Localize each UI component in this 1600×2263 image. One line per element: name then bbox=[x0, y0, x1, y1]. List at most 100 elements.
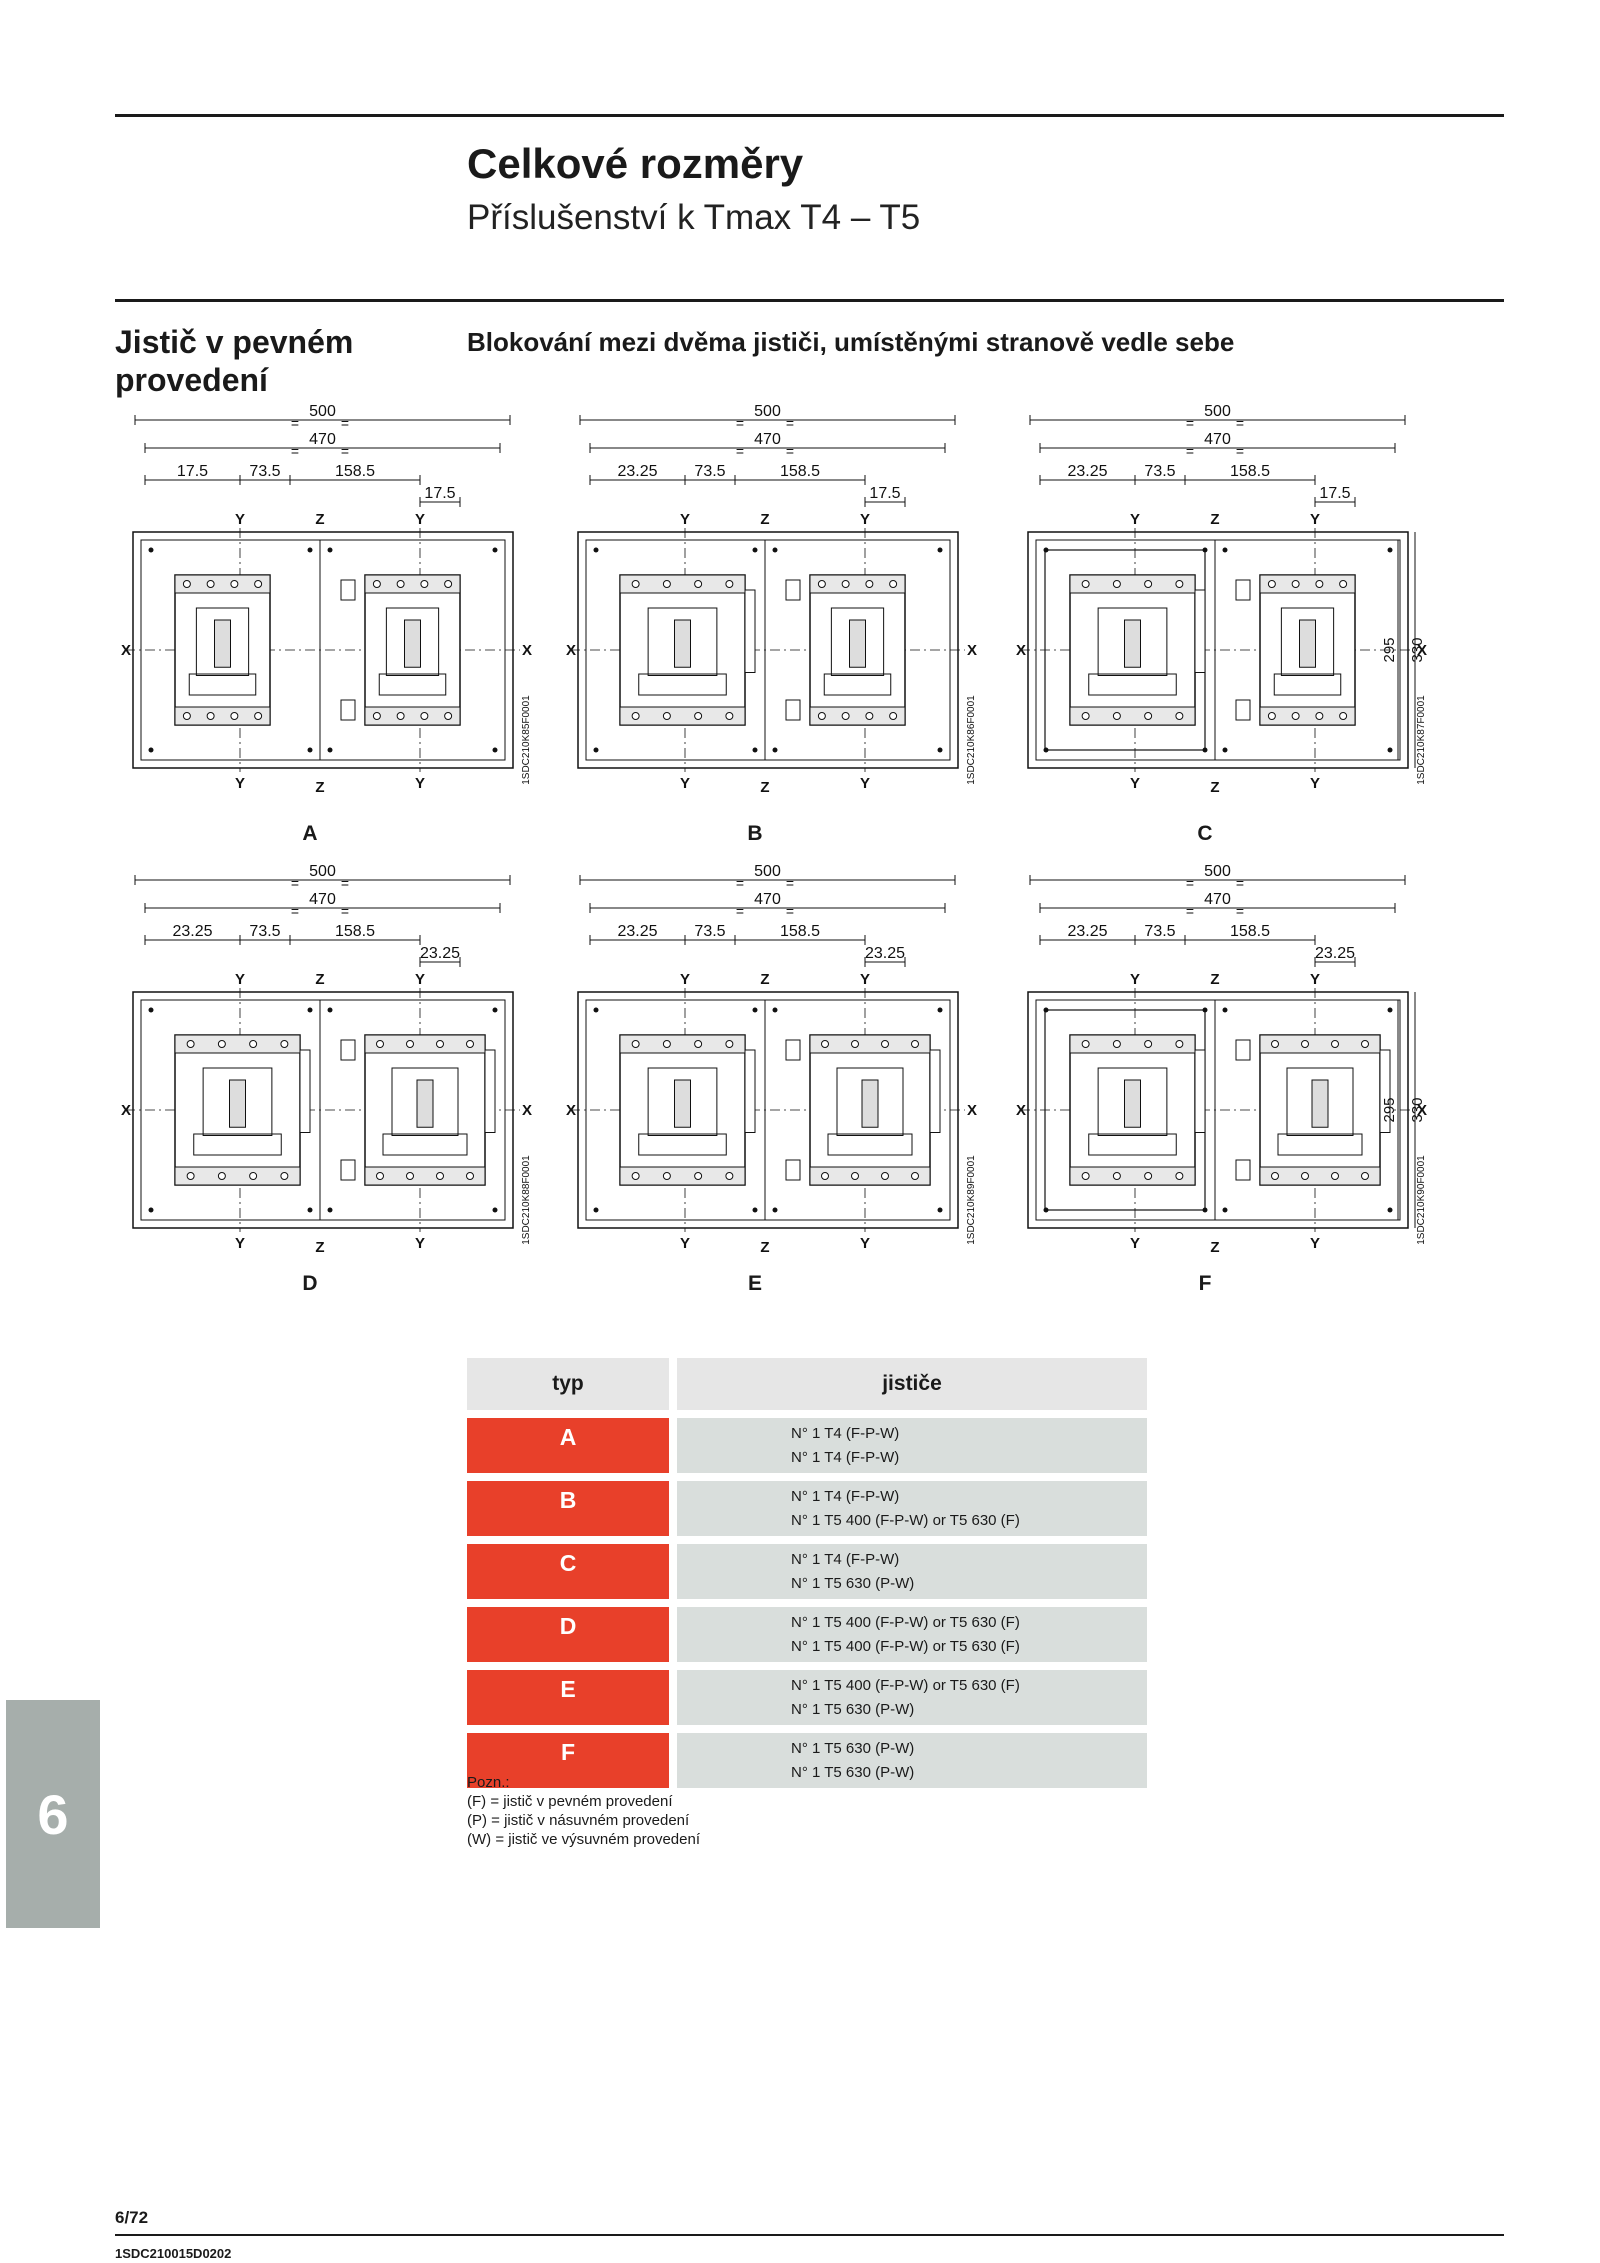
breaker-cell: N° 1 T5 400 (F-P-W) or T5 630 (F)N° 1 T5… bbox=[677, 1607, 1147, 1662]
mounting-hole-icon bbox=[148, 747, 154, 753]
screw-icon bbox=[406, 1040, 414, 1048]
dim-inner-label: 470 bbox=[309, 891, 336, 908]
screw-icon bbox=[372, 712, 381, 720]
dim-right-label: 158.5 bbox=[1230, 923, 1270, 940]
screw-icon bbox=[1301, 1040, 1309, 1048]
axis-x-label: X bbox=[1016, 1102, 1026, 1119]
interlock-block bbox=[340, 1039, 356, 1061]
breaker-handle bbox=[1124, 619, 1141, 668]
breaker-handle bbox=[861, 1079, 879, 1128]
screw-icon bbox=[1112, 580, 1121, 588]
breaker-line: N° 1 T5 630 (P-W) bbox=[791, 1701, 915, 1718]
screw-icon bbox=[1291, 580, 1300, 588]
notes: Pozn.: (F) = jistič v pevném provedení (… bbox=[467, 1773, 700, 1849]
breaker-label-area bbox=[638, 673, 727, 696]
drawing-code: 1SDC210K89F0001 bbox=[966, 1155, 977, 1245]
screw-icon bbox=[1144, 1040, 1153, 1048]
diagram-label-D: D bbox=[302, 1272, 318, 1295]
eq-mark: = bbox=[291, 415, 299, 431]
screw-icon bbox=[631, 1040, 640, 1048]
terminal-strip-top bbox=[1069, 1034, 1196, 1054]
screw-icon bbox=[420, 712, 429, 720]
mounting-hole-icon bbox=[1222, 547, 1228, 553]
axis-y-label: Y bbox=[1130, 1235, 1140, 1252]
screw-icon bbox=[1112, 1172, 1121, 1180]
dim-mid-label: 73.5 bbox=[249, 923, 280, 940]
dim-left-label: 17.5 bbox=[177, 463, 208, 480]
screw-icon bbox=[1339, 580, 1348, 588]
interlock-block bbox=[340, 699, 356, 721]
interlock-block bbox=[785, 699, 801, 721]
screw-icon bbox=[851, 1040, 859, 1048]
axis-y-label: Y bbox=[1130, 511, 1140, 528]
breaker-handle bbox=[674, 619, 691, 668]
note-line: (W) = jistič ve výsuvném provedení bbox=[467, 1831, 700, 1848]
axis-y-label: Y bbox=[680, 1235, 690, 1252]
interlock-block bbox=[785, 1159, 801, 1181]
mounting-hole-icon bbox=[937, 1207, 943, 1213]
breaker-line: N° 1 T4 (F-P-W) bbox=[791, 1488, 900, 1505]
screw-icon bbox=[1112, 712, 1121, 720]
screw-icon bbox=[1081, 1172, 1090, 1180]
screw-icon bbox=[725, 1040, 734, 1048]
breaker-side-block bbox=[744, 1049, 756, 1133]
screw-icon bbox=[206, 712, 215, 720]
mounting-hole-icon bbox=[307, 1207, 313, 1213]
type-cell: B bbox=[467, 1481, 669, 1536]
screw-icon bbox=[1081, 580, 1090, 588]
terminal-strip-bottom bbox=[364, 706, 461, 726]
screw-icon bbox=[631, 1172, 640, 1180]
dim-total-label: 500 bbox=[309, 863, 336, 880]
screw-icon bbox=[206, 580, 215, 588]
screw-icon bbox=[186, 1172, 195, 1180]
screw-icon bbox=[249, 1040, 258, 1048]
table-header-row: typ jističe bbox=[467, 1358, 1147, 1410]
terminal-strip-bottom bbox=[364, 1166, 486, 1186]
screw-icon bbox=[1315, 580, 1324, 588]
axis-y-label: Y bbox=[860, 971, 870, 988]
axis-x-label: X bbox=[566, 642, 576, 659]
mounting-hole-icon bbox=[327, 1207, 333, 1213]
dim-edge-label: 17.5 bbox=[424, 485, 455, 502]
dim-left-label: 23.25 bbox=[172, 923, 212, 940]
mounting-hole-icon bbox=[327, 747, 333, 753]
terminal-strip-top bbox=[1069, 574, 1196, 594]
breaker-line: N° 1 T4 (F-P-W) bbox=[791, 1449, 900, 1466]
dim-right-label: 158.5 bbox=[780, 463, 820, 480]
mounting-hole-icon bbox=[307, 1007, 313, 1013]
dim-left-label: 23.25 bbox=[1067, 463, 1107, 480]
axis-z-label: Z bbox=[760, 971, 769, 988]
dim-edge-label: 23.25 bbox=[1315, 945, 1355, 962]
screw-icon bbox=[911, 1040, 919, 1048]
breaker-line: N° 1 T5 400 (F-P-W) or T5 630 (F) bbox=[791, 1677, 1020, 1694]
screw-icon bbox=[1331, 1040, 1339, 1048]
axis-z-label: Z bbox=[1210, 511, 1219, 528]
interlock-block bbox=[340, 579, 356, 601]
screw-icon bbox=[1144, 1172, 1153, 1180]
axis-y-label: Y bbox=[680, 511, 690, 528]
screw-icon bbox=[1361, 1040, 1369, 1048]
mounting-hole-icon bbox=[772, 747, 778, 753]
diagram-label-F: F bbox=[1198, 1272, 1212, 1295]
side-heading: Jistič v pevném provedení bbox=[115, 324, 354, 398]
screw-icon bbox=[1301, 1172, 1309, 1180]
terminal-strip-bottom bbox=[619, 706, 746, 726]
breaker-handle bbox=[674, 1079, 691, 1128]
screw-icon bbox=[662, 1172, 671, 1180]
axis-z-label: Z bbox=[760, 1239, 769, 1256]
axis-y-label: Y bbox=[235, 511, 245, 528]
chapter-tab[interactable]: 6 bbox=[6, 1700, 100, 1928]
eq-mark: = bbox=[1236, 875, 1244, 891]
screw-icon bbox=[376, 1172, 384, 1180]
breaker-handle bbox=[229, 1079, 246, 1128]
axis-x-label: X bbox=[967, 642, 977, 659]
axis-y-label: Y bbox=[1130, 775, 1140, 792]
eq-mark: = bbox=[736, 443, 744, 459]
screw-icon bbox=[1144, 712, 1153, 720]
breaker-line: N° 1 T5 630 (P-W) bbox=[791, 1575, 915, 1592]
top-rule bbox=[115, 114, 1504, 117]
screw-icon bbox=[230, 712, 239, 720]
